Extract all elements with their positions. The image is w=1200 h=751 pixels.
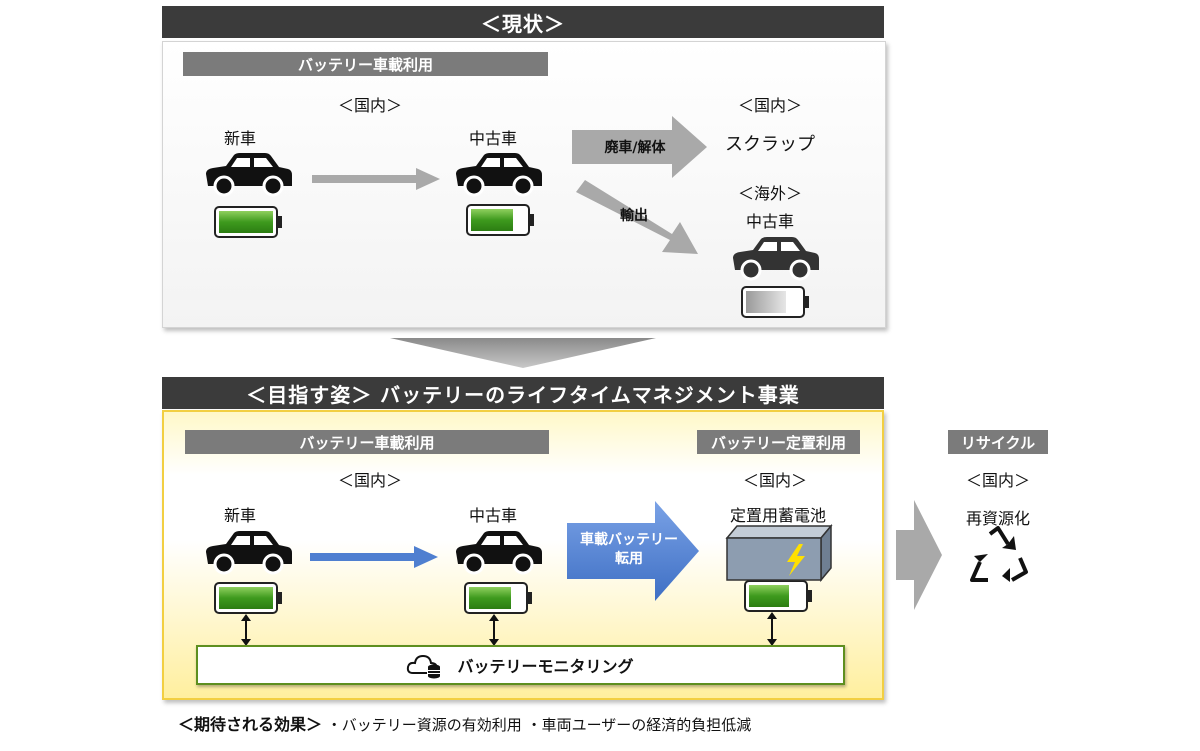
effects-item-1: ・バッテリー資源の有効利用 — [326, 716, 522, 734]
target-section-vehicle: バッテリー車載利用 — [185, 430, 549, 454]
recycle-icon — [970, 526, 1028, 582]
target-header: ＜目指す姿＞ バッテリーのライフタイムマネジメント事業 — [162, 377, 884, 409]
new-car-icon — [206, 153, 292, 197]
current-domestic-right-label: ＜国内＞ — [737, 96, 802, 115]
target-domestic-label: ＜国内＞ — [337, 471, 402, 490]
battery-monitoring-bar: バッテリーモニタリング — [196, 645, 845, 685]
target-domestic-recycle-label: ＜国内＞ — [965, 471, 1030, 490]
export-arrow-label: 輸出 — [620, 208, 648, 224]
link-arrow-stationary — [767, 612, 777, 646]
target-new-car-label: 新車 — [223, 506, 256, 525]
effects-item-2: ・車両ユーザーの経済的負担低減 — [526, 716, 752, 734]
export-arrow — [576, 180, 698, 254]
target-battery-full-icon — [214, 582, 282, 614]
recycle-flow-arrow — [896, 500, 942, 610]
gray-arrow-right — [312, 168, 440, 190]
scrap-arrow-label: 廃車/解体 — [604, 140, 666, 156]
expected-effects: ＜期待される効果＞ ・バッテリー資源の有効利用 ・車両ユーザーの経済的負担低減 — [178, 711, 751, 735]
storage-box-icon — [725, 523, 833, 583]
battery-partial-icon — [466, 204, 534, 236]
target-new-car-icon — [206, 531, 292, 575]
target-used-car-label: 中古車 — [468, 506, 517, 525]
monitoring-label: バッテリーモニタリング — [457, 657, 634, 676]
current-used-car-label: 中古車 — [468, 129, 517, 148]
cloud-database-icon — [407, 654, 441, 679]
stationary-storage-label: 定置用蓄電池 — [729, 506, 826, 525]
reuse-arrow-label: 車載バッテリー 転用 — [570, 531, 688, 569]
link-arrow-new — [241, 614, 251, 646]
used-car-icon — [456, 153, 542, 197]
overseas-car-icon — [733, 237, 819, 281]
stationary-battery-icon — [744, 580, 812, 612]
current-new-car-label: 新車 — [223, 129, 256, 148]
transition-chevron — [390, 338, 656, 368]
link-arrow-used — [489, 614, 499, 646]
battery-full-icon — [214, 206, 282, 238]
target-section-stationary: バッテリー定置利用 — [697, 430, 860, 454]
current-header: ＜現状＞ — [162, 6, 884, 38]
target-used-car-icon — [456, 531, 542, 575]
recycling-label: 再資源化 — [965, 509, 1030, 528]
effects-title: ＜期待される効果＞ — [178, 715, 323, 734]
scrap-label: スクラップ — [725, 134, 815, 155]
current-domestic-label: ＜国内＞ — [337, 96, 402, 115]
current-section-vehicle: バッテリー車載利用 — [183, 52, 548, 76]
reuse-arrow-line2: 転用 — [615, 551, 643, 567]
overseas-used-car-label: 中古車 — [745, 212, 794, 231]
target-domestic-stationary-label: ＜国内＞ — [742, 471, 807, 490]
overseas-label: ＜海外＞ — [737, 184, 802, 203]
reuse-arrow-line1: 車載バッテリー — [580, 532, 678, 548]
target-battery-partial-icon — [464, 582, 532, 614]
target-section-recycle: リサイクル — [948, 430, 1048, 454]
scrap-arrow — [572, 116, 707, 178]
battery-depleted-icon — [741, 286, 809, 318]
blue-arrow-right — [310, 546, 438, 568]
reuse-arrow — [567, 501, 699, 601]
